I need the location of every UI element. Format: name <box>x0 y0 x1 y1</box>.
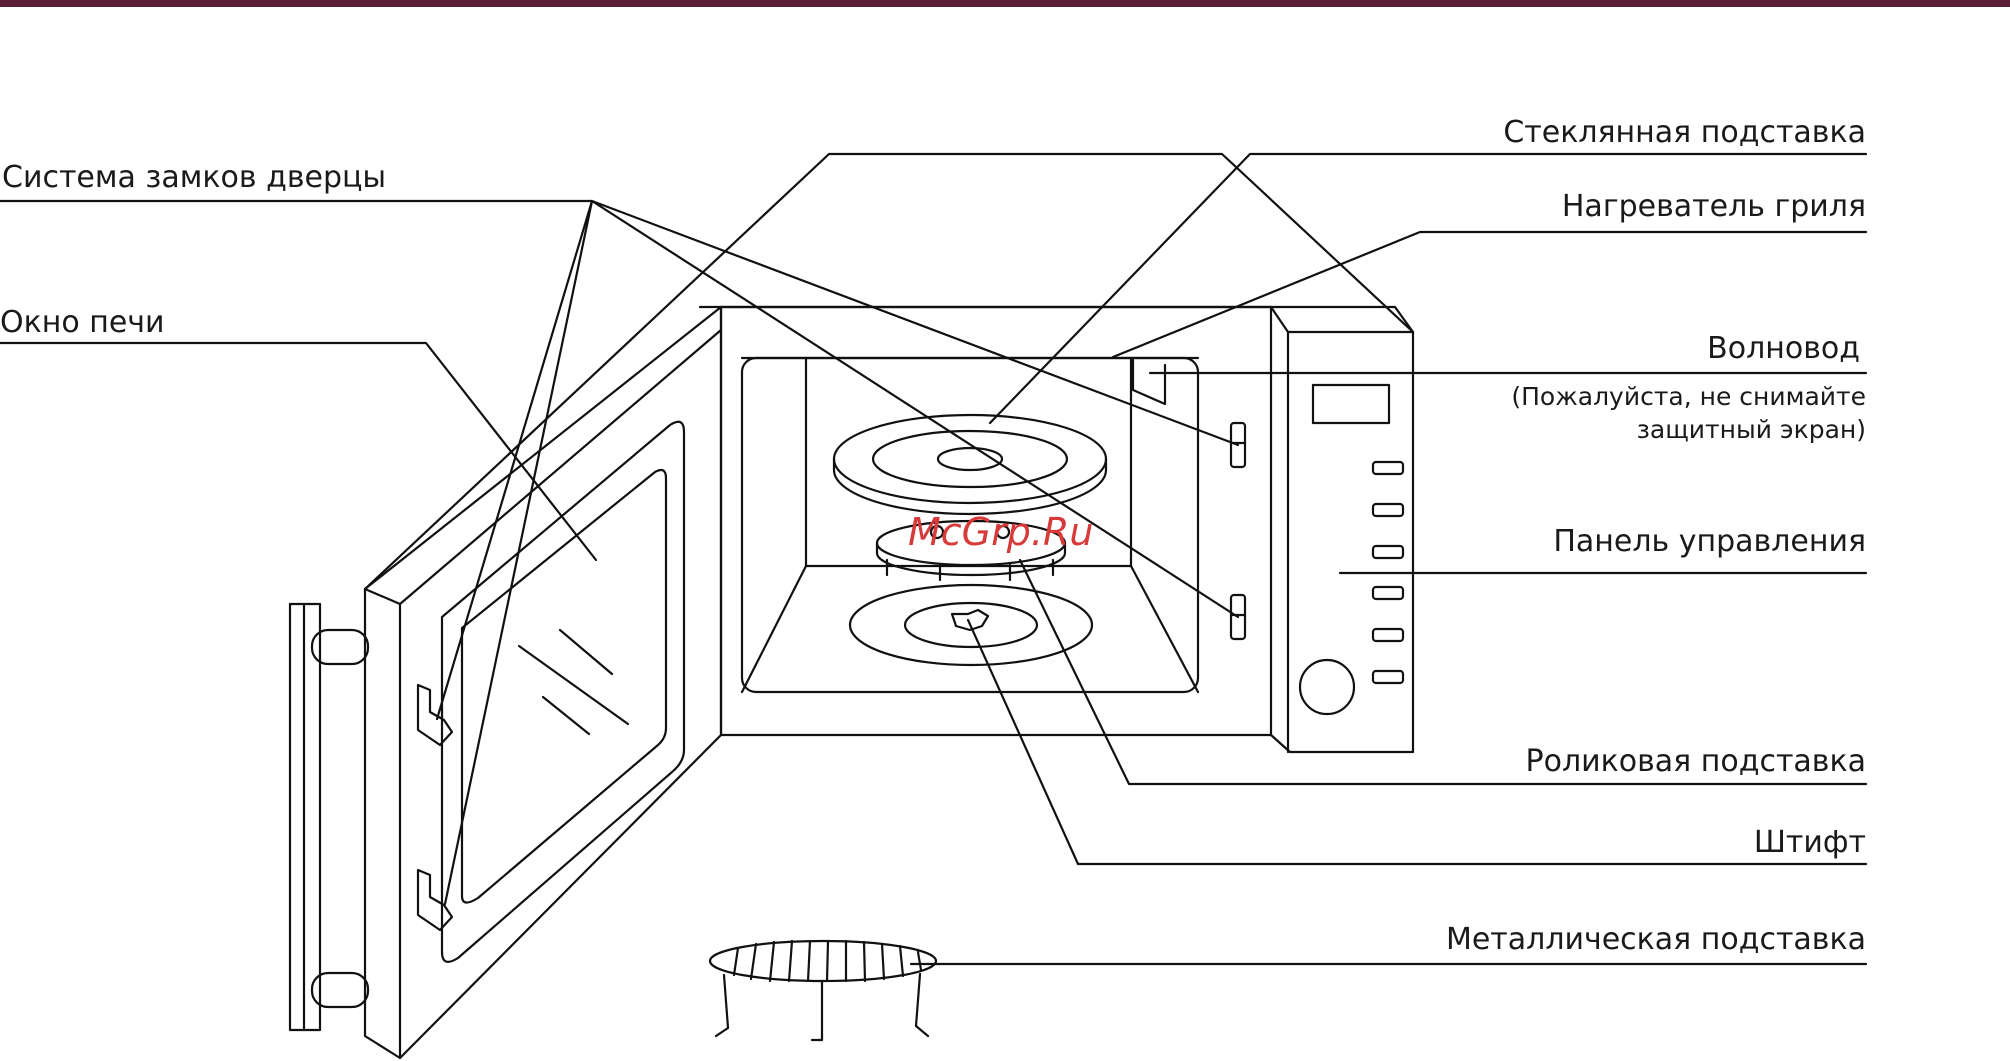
latch-slots <box>1231 423 1245 639</box>
glass-tray <box>834 415 1106 514</box>
metal-rack <box>710 941 936 1040</box>
open-door <box>290 307 721 1058</box>
leader-lines <box>0 154 1866 964</box>
label-oven-window: Окно печи <box>0 308 165 338</box>
grill-heater <box>1133 360 1165 404</box>
label-door-locks: Система замков дверцы <box>2 163 386 193</box>
label-waveguide-note-2: защитный экран) <box>1637 414 1866 447</box>
label-glass-tray: Стеклянная подставка <box>1503 118 1866 148</box>
label-shaft: Штифт <box>1754 828 1866 858</box>
label-metal-rack: Металлическая подставка <box>1446 925 1866 955</box>
label-roller-ring: Роликовая подставка <box>1526 747 1867 777</box>
watermark: McGrp.Ru <box>908 510 1093 554</box>
label-waveguide-note-1: (Пожалуйста, не снимайте <box>1511 381 1866 414</box>
label-control-panel: Панель управления <box>1553 527 1866 557</box>
label-grill-heater: Нагреватель гриля <box>1562 192 1866 222</box>
label-waveguide: Волновод <box>1707 334 1860 364</box>
control-panel-buttons <box>1300 385 1403 714</box>
